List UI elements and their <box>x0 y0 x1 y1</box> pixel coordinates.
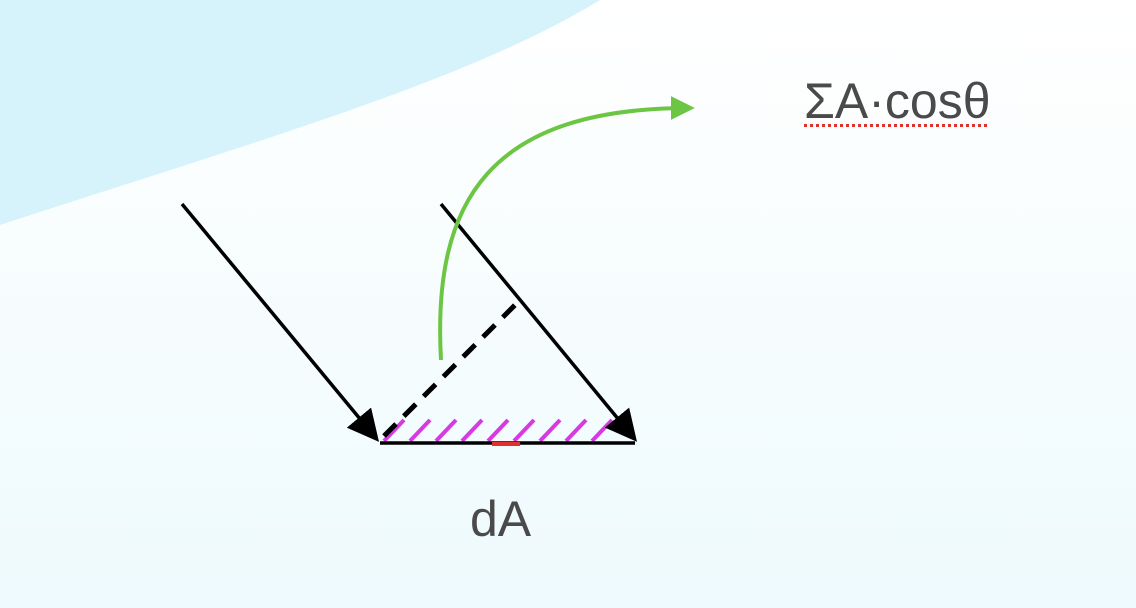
formula-label: ΣA·cosθ <box>804 73 991 129</box>
area-label: dA <box>470 491 532 547</box>
background-swoosh <box>0 0 600 225</box>
curved-arrow <box>438 96 695 361</box>
ray-arrow-left <box>180 202 380 442</box>
ray-arrow-right <box>439 202 638 442</box>
projection-line <box>382 298 522 438</box>
